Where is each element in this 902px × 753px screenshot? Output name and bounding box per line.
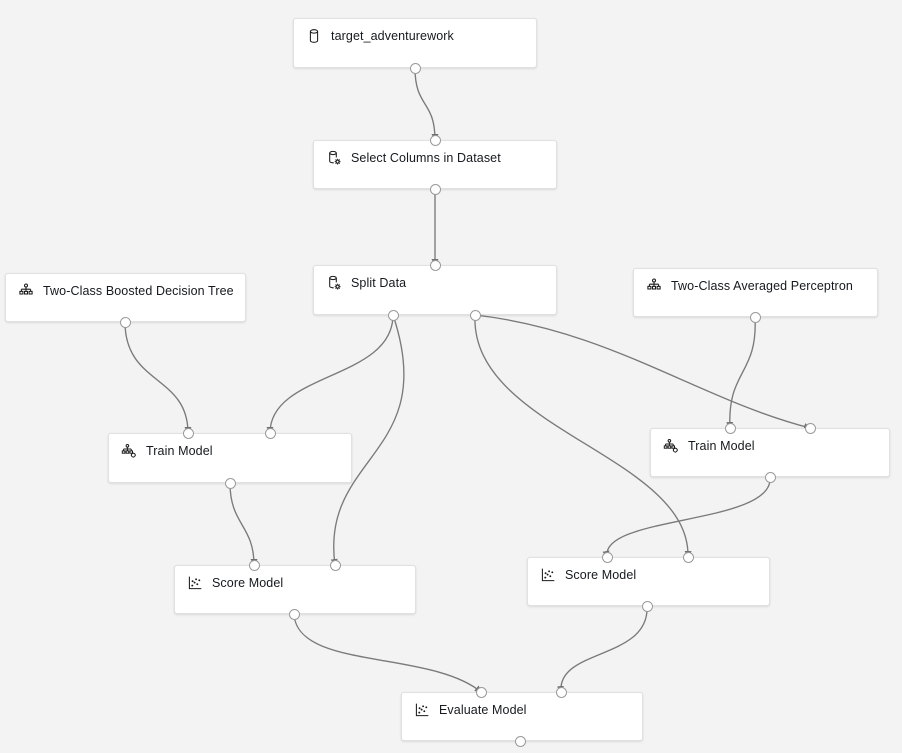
score-model-left-to-evaluate-model[interactable]: [293, 613, 482, 693]
decision-tree-to-train-model-left[interactable]: [124, 321, 192, 435]
dataset-settings-icon: [326, 275, 342, 291]
dataset-settings-icon: [326, 150, 342, 166]
node-split-data[interactable]: Split Data: [313, 265, 557, 315]
node-title: Score Model: [212, 576, 284, 590]
train-model-right-input-port-right[interactable]: [804, 422, 816, 434]
node-dataset[interactable]: target_adventurework: [293, 18, 537, 68]
node-header: Train Model: [109, 434, 351, 459]
node-train-model-right[interactable]: Train Model: [650, 428, 890, 477]
select-columns-output-port[interactable]: [429, 183, 441, 195]
train-model-right-to-score-model-right[interactable]: [602, 476, 771, 559]
score-model-right-output-port[interactable]: [641, 600, 653, 612]
node-header: Train Model: [651, 429, 889, 454]
split-data-output-port-left[interactable]: [387, 309, 399, 321]
train-model-icon: [121, 443, 137, 459]
split-data-output-port-right[interactable]: [469, 309, 481, 321]
node-header: target_adventurework: [294, 19, 536, 44]
node-select-columns[interactable]: Select Columns in Dataset: [313, 140, 557, 189]
node-title: Train Model: [688, 439, 755, 453]
split-data-left-to-train-model-left[interactable]: [266, 314, 394, 435]
select-columns-input-port[interactable]: [429, 134, 441, 146]
score-model-right-input-port-right[interactable]: [682, 551, 694, 563]
averaged-perceptron-output-port[interactable]: [749, 311, 761, 323]
score-model-left-input-port-right[interactable]: [329, 559, 341, 571]
node-title: Score Model: [565, 568, 637, 582]
node-score-model-left[interactable]: Score Model: [174, 565, 416, 614]
score-model-left-input-port-left[interactable]: [248, 559, 260, 571]
evaluate-model-input-port-right[interactable]: [555, 686, 567, 698]
score-model-icon: [187, 575, 203, 591]
algorithm-tree-icon: [18, 283, 34, 299]
train-model-left-input-port-left[interactable]: [182, 427, 194, 439]
perceptron-to-train-model-right[interactable]: [726, 316, 756, 430]
node-header: Two-Class Boosted Decision Tree: [6, 274, 245, 299]
node-boosted-decision-tree[interactable]: Two-Class Boosted Decision Tree: [5, 273, 246, 322]
train-model-left-input-port-right[interactable]: [264, 427, 276, 439]
node-header: Score Model: [528, 558, 769, 583]
node-title: Evaluate Model: [439, 703, 527, 717]
train-model-left-output-port[interactable]: [224, 477, 236, 489]
node-header: Split Data: [314, 266, 556, 291]
node-evaluate-model[interactable]: Evaluate Model: [401, 692, 643, 741]
node-header: Score Model: [175, 566, 415, 591]
split-data-input-port[interactable]: [429, 259, 441, 271]
node-title: Two-Class Averaged Perceptron: [671, 279, 853, 293]
node-title: Select Columns in Dataset: [351, 151, 501, 165]
node-header: Two-Class Averaged Perceptron: [634, 269, 877, 294]
train-model-right-input-port-left[interactable]: [724, 422, 736, 434]
node-header: Evaluate Model: [402, 693, 642, 718]
node-title: Split Data: [351, 276, 407, 290]
node-title: Two-Class Boosted Decision Tree: [43, 284, 234, 298]
evaluate-model-output-port[interactable]: [514, 735, 526, 747]
node-header: Select Columns in Dataset: [314, 141, 556, 166]
train-model-left-to-score-model-left[interactable]: [229, 482, 258, 567]
node-averaged-perceptron[interactable]: Two-Class Averaged Perceptron: [633, 268, 878, 317]
node-train-model-left[interactable]: Train Model: [108, 433, 352, 483]
algorithm-tree-icon: [646, 278, 662, 294]
database-icon: [306, 28, 322, 44]
node-score-model-right[interactable]: Score Model: [527, 557, 770, 606]
node-title: Train Model: [146, 444, 213, 458]
dataset-to-select-columns[interactable]: [414, 67, 439, 142]
evaluate-model-input-port-left[interactable]: [475, 686, 487, 698]
dataset-output-port[interactable]: [409, 62, 421, 74]
boosted-decision-tree-output-port[interactable]: [119, 316, 131, 328]
split-data-right-to-train-model-right[interactable]: [474, 314, 812, 430]
train-model-right-output-port[interactable]: [764, 471, 776, 483]
score-model-icon: [414, 702, 430, 718]
train-model-icon: [663, 438, 679, 454]
node-title: target_adventurework: [331, 29, 454, 43]
score-model-right-to-evaluate-model[interactable]: [556, 605, 648, 694]
score-model-right-input-port-left[interactable]: [601, 551, 613, 563]
score-model-icon: [540, 567, 556, 583]
score-model-left-output-port[interactable]: [288, 608, 300, 620]
